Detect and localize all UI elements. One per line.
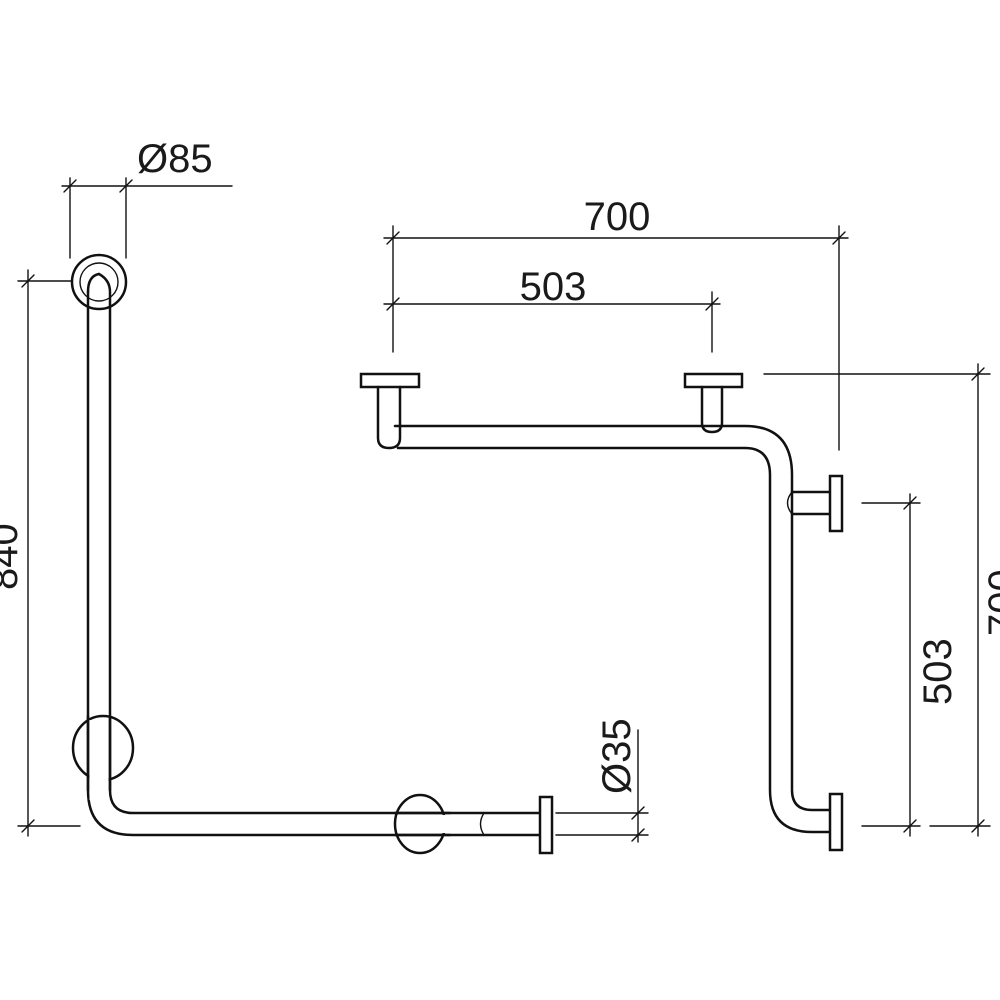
main-tube-outer [393,424,832,812]
right-grab-bar-view: 700 503 503 [359,195,1000,852]
width-700-label: 700 [584,195,651,239]
top-left-flange [359,372,421,389]
spacing-503-top-dimension: 503 [383,265,721,353]
height-840-dimension: 840 [0,269,81,837]
side-flange [828,474,844,533]
diameter-85-dimension: Ø85 [61,137,233,259]
left-post [376,385,402,450]
top-right-flange [683,372,744,389]
l-tube-outer [86,290,542,837]
height-700-dimension: 700 [763,363,1000,837]
main-tube-inner [396,446,832,834]
spacing-503-right-dimension: 503 [861,493,960,837]
bottom-right-flange [828,792,844,852]
diameter-35-dimension: Ø35 [555,718,649,843]
diameter-85-label: Ø85 [137,137,213,181]
height-840-label: 840 [0,523,26,590]
height-700-label: 700 [981,569,1000,636]
spacing-503-right-label: 503 [916,638,960,705]
diameter-35-label: Ø35 [595,718,639,794]
spacing-503-top-label: 503 [520,265,587,309]
left-grab-bar-view: Ø85 840 [0,137,649,855]
l-tube-inner [97,272,542,815]
width-700-dimension: 700 [383,195,849,451]
end-flange [538,795,554,855]
